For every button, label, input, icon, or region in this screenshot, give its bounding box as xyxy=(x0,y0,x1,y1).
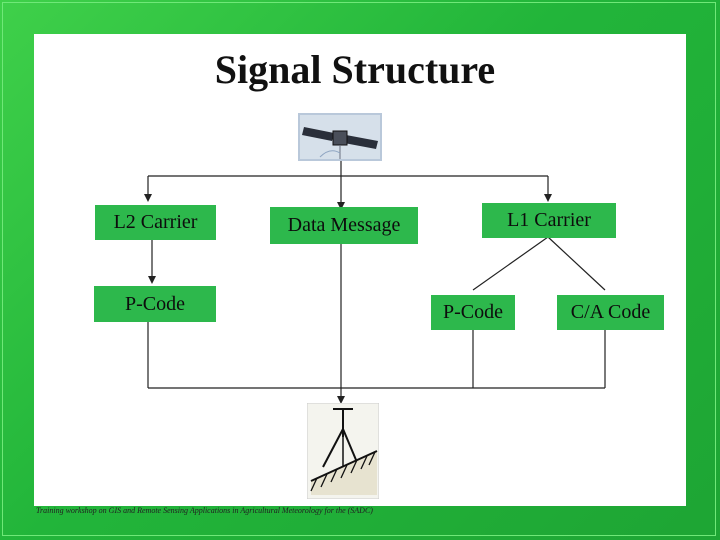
ca-code-box: C/A Code xyxy=(557,295,664,330)
footer-text: Training workshop on GIS and Remote Sens… xyxy=(36,506,373,515)
survey-receiver-icon xyxy=(306,402,380,500)
l1-to-ca-line xyxy=(547,236,606,291)
p-code-left-box: P-Code xyxy=(94,286,216,322)
data-message-box: Data Message xyxy=(270,207,418,244)
l1-to-pcode-line xyxy=(472,236,549,291)
p-code-right-box: P-Code xyxy=(431,295,515,330)
l1-carrier-box: L1 Carrier xyxy=(482,203,616,238)
slide-title: Signal Structure xyxy=(214,47,496,92)
satellite-icon xyxy=(298,113,382,161)
l2-carrier-box: L2 Carrier xyxy=(95,205,216,240)
